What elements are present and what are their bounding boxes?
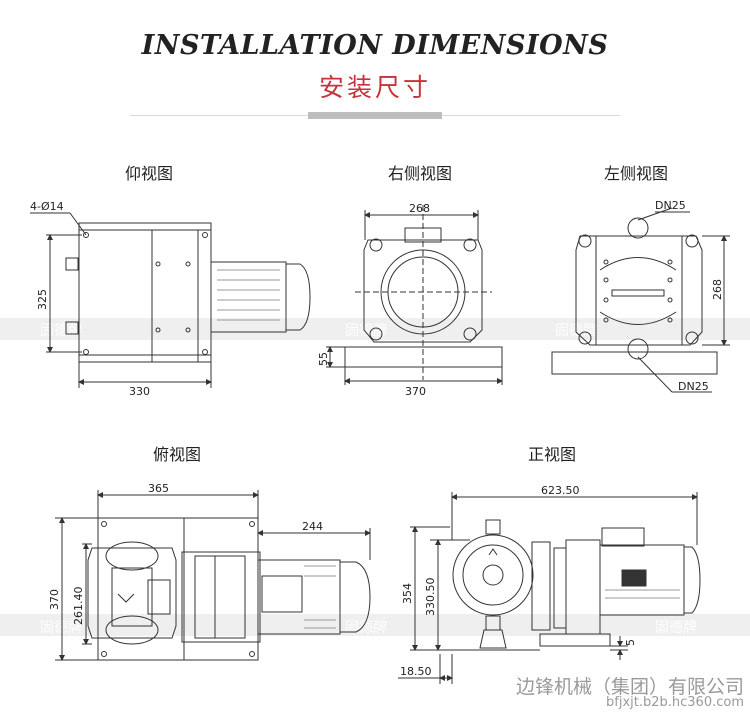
title-divider-accent (308, 112, 442, 119)
company-name: 边锋机械（集团）有限公司 (515, 676, 744, 698)
top-height-outer: 370 (48, 589, 61, 610)
front-view-drawing (398, 492, 701, 684)
bottom-hole-label: 4-Ø14 (30, 200, 64, 213)
title-chinese: 安装尺寸 (318, 73, 431, 102)
right-width-dim: 370 (405, 385, 426, 398)
view-title-top: 俯视图 (153, 445, 202, 464)
left-bottom-port: DN25 (678, 380, 709, 393)
top-height-inner: 261.40 (72, 587, 85, 626)
right-top-dim: 268 (409, 202, 430, 215)
bottom-view-drawing (30, 212, 311, 388)
top-width-dim: 365 (148, 482, 169, 495)
watermark-band-upper (0, 318, 750, 340)
front-height-outer: 354 (401, 583, 414, 604)
front-height-inner: 330.50 (424, 578, 437, 617)
view-title-bottom: 仰视图 (125, 164, 174, 183)
right-base-dim: 55 (317, 352, 330, 366)
top-motor-dim: 244 (302, 520, 323, 533)
top-view-drawing (55, 490, 371, 661)
watermark-band-lower (0, 614, 750, 636)
front-offset-dim: 18.50 (400, 665, 432, 678)
left-top-port: DN25 (655, 199, 686, 212)
view-title-right: 右侧视图 (388, 164, 453, 183)
right-view-drawing (326, 205, 503, 385)
watermark-text: 固德牌 (655, 620, 697, 636)
bottom-height-dim: 325 (36, 289, 49, 310)
left-height-dim: 268 (711, 279, 724, 300)
view-title-left: 左侧视图 (604, 164, 669, 183)
title-english: INSTALLATION DIMENSIONS (141, 30, 609, 61)
view-title-front: 正视图 (528, 445, 577, 464)
bottom-width-dim: 330 (129, 385, 150, 398)
website-url: bfjxjt.b2b.hc360.com (606, 695, 744, 710)
watermark-text: 固德牌 (345, 323, 387, 339)
left-view-drawing (551, 207, 730, 393)
front-length-dim: 623.50 (541, 484, 580, 497)
front-base-gap: 5 (624, 639, 637, 646)
